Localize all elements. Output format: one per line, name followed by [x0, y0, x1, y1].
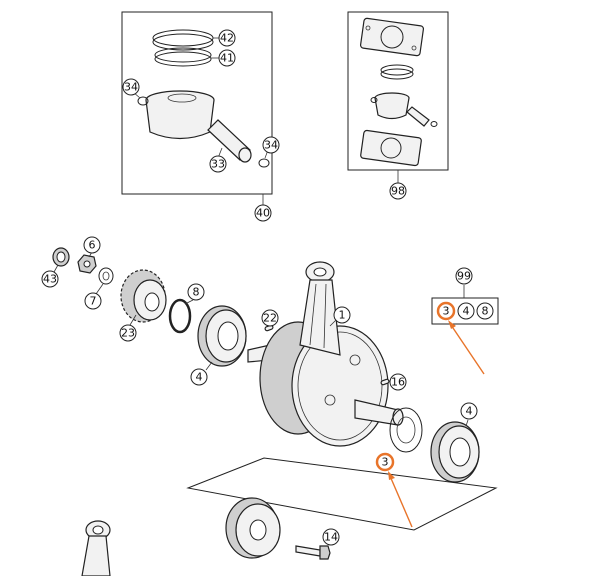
svg-text:22: 22: [263, 312, 277, 325]
callout-99[interactable]: 99: [455, 267, 473, 285]
callout-8[interactable]: 8: [187, 283, 205, 301]
lower-connecting-rod: [81, 520, 111, 576]
svg-text:4: 4: [196, 371, 203, 384]
connecting-rod: [299, 261, 341, 356]
bearing-right: [430, 421, 480, 483]
crankshaft: [247, 321, 404, 447]
o-ring-8: [168, 298, 192, 334]
callout-14[interactable]: 14: [322, 528, 340, 546]
piston: [145, 90, 215, 140]
circlip-right: [258, 158, 270, 168]
small-piston: [370, 92, 438, 127]
washer-7: [98, 267, 114, 285]
callout-3-lower[interactable]: 3: [375, 452, 395, 472]
svg-text:41: 41: [220, 52, 234, 65]
repair-kit-box: [431, 297, 499, 325]
callout-8-kit[interactable]: 8: [476, 302, 494, 320]
callout-7[interactable]: 7: [84, 292, 102, 310]
svg-text:1: 1: [339, 309, 346, 322]
piston-kit-box: [121, 11, 273, 195]
callout-4-right[interactable]: 4: [460, 402, 478, 420]
highlight-arrows: [388, 320, 485, 528]
callout-40[interactable]: 40: [254, 204, 272, 222]
callout-43[interactable]: 43: [41, 270, 59, 288]
small-piston-rings: [380, 64, 414, 80]
callout-22[interactable]: 22: [261, 309, 279, 327]
bearing-left: [197, 305, 247, 367]
svg-text:42: 42: [220, 32, 234, 45]
callout-34-left[interactable]: 34: [122, 78, 140, 96]
svg-text:7: 7: [90, 295, 97, 308]
piston-pin: [207, 119, 252, 163]
callout-6[interactable]: 6: [83, 236, 101, 254]
svg-text:14: 14: [324, 531, 338, 544]
svg-text:98: 98: [391, 185, 405, 198]
svg-text:4: 4: [463, 305, 470, 318]
nut-6: [77, 254, 97, 274]
svg-text:99: 99: [457, 270, 471, 283]
rotor: [225, 497, 281, 559]
callout-4-left[interactable]: 4: [190, 368, 208, 386]
arrow-lower: [389, 475, 413, 528]
circlip-left: [137, 96, 149, 106]
callout-1[interactable]: 1: [333, 306, 351, 324]
svg-text:16: 16: [391, 376, 405, 389]
spacer-43: [52, 247, 70, 267]
callout-34-right[interactable]: 34: [262, 136, 280, 154]
svg-text:34: 34: [124, 81, 138, 94]
svg-text:4: 4: [466, 405, 473, 418]
gear-23: [120, 269, 167, 323]
svg-text:8: 8: [482, 305, 489, 318]
svg-text:34: 34: [264, 139, 278, 152]
thrust-washer: [389, 407, 423, 453]
callout-42[interactable]: 42: [218, 29, 236, 47]
callout-33[interactable]: 33: [209, 155, 227, 173]
lower-assembly-plane: [186, 457, 498, 531]
pin-16: [380, 378, 390, 386]
callout-98[interactable]: 98: [389, 182, 407, 200]
svg-text:3: 3: [382, 456, 389, 469]
piston-rings: [152, 29, 214, 67]
svg-text:8: 8: [193, 286, 200, 299]
base-gasket: [360, 129, 422, 167]
svg-text:3: 3: [443, 305, 450, 318]
svg-text:33: 33: [211, 158, 225, 171]
svg-text:43: 43: [43, 273, 57, 286]
callout-4-kit[interactable]: 4: [457, 302, 475, 320]
callout-41[interactable]: 41: [218, 49, 236, 67]
callout-3-kit[interactable]: 3: [436, 301, 456, 321]
svg-text:40: 40: [256, 207, 270, 220]
bolt-14: [295, 545, 331, 560]
svg-text:23: 23: [121, 327, 135, 340]
arrow-upper: [450, 324, 485, 375]
head-gasket: [359, 17, 425, 57]
svg-text:6: 6: [89, 239, 96, 252]
callout-16[interactable]: 16: [389, 373, 407, 391]
callout-23[interactable]: 23: [119, 324, 137, 342]
